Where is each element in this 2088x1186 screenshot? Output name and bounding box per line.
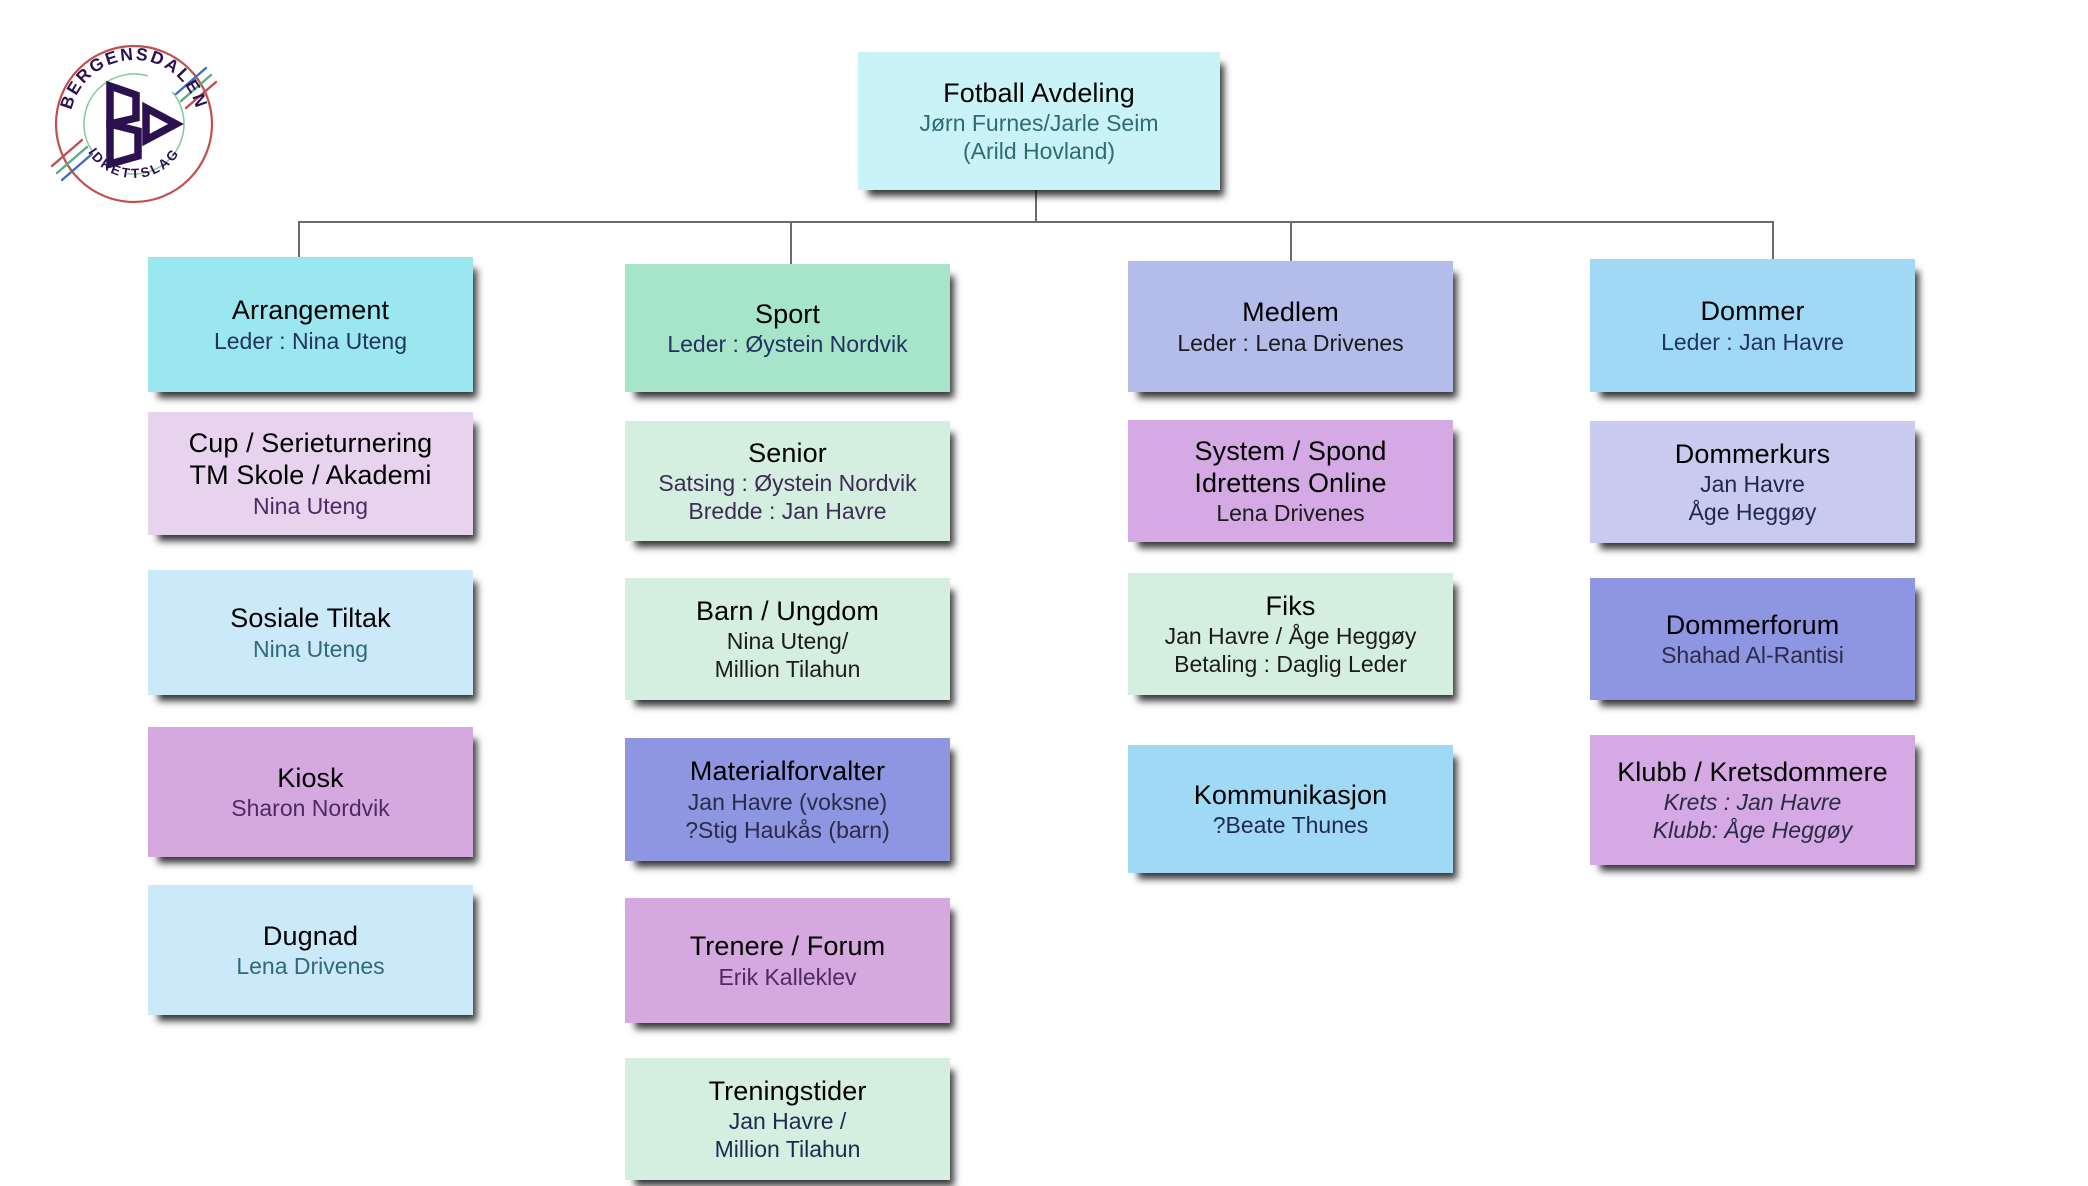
node-subtitle-line-1: Nina Uteng/ xyxy=(726,628,849,655)
node-subtitle-line-2: Klubb: Åge Heggøy xyxy=(1652,817,1853,844)
node-title-line-1: System / Spond xyxy=(1194,435,1387,466)
connector-drop-arrangement xyxy=(298,221,300,257)
node-title: Dommerforum xyxy=(1665,609,1840,640)
node-title: Senior xyxy=(748,437,827,468)
connector-drop-medlem xyxy=(1290,221,1292,261)
node-subtitle-line-1: ?Beate Thunes xyxy=(1212,812,1369,839)
node-subtitle-line-1: Jan Havre / Åge Heggøy xyxy=(1164,623,1417,650)
node-subtitle-line-1: Krets : Jan Havre xyxy=(1663,789,1842,816)
node-subtitle-line-1: Nina Uteng xyxy=(252,492,369,519)
node-subtitle-line-2: Betaling : Daglig Leder xyxy=(1174,651,1407,678)
node-medlem[interactable]: Medlem Leder : Lena Drivenes xyxy=(1128,261,1453,392)
logo-outer-ring xyxy=(54,44,214,204)
node-title: Materialforvalter xyxy=(689,756,886,787)
node-klubb-kretsdommere[interactable]: Klubb / Kretsdommere Krets : Jan Havre K… xyxy=(1590,735,1915,865)
node-subtitle-line-1: Satsing : Øystein Nordvik xyxy=(658,470,917,497)
node-subtitle-line-1: Sharon Nordvik xyxy=(231,795,390,822)
node-title: Klubb / Kretsdommere xyxy=(1617,756,1888,787)
node-barn-ungdom[interactable]: Barn / Ungdom Nina Uteng/ Million Tilahu… xyxy=(625,578,950,700)
node-title: Dugnad xyxy=(262,920,359,951)
node-title: Fiks xyxy=(1265,590,1316,621)
logo-accent-stripes-bottom xyxy=(50,138,94,182)
node-cup-serieturnering[interactable]: Cup / Serieturnering TM Skole / Akademi … xyxy=(148,412,473,535)
node-dommerkurs[interactable]: Dommerkurs Jan Havre Åge Heggøy xyxy=(1590,421,1915,543)
node-dommerforum[interactable]: Dommerforum Shahad Al-Rantisi xyxy=(1590,578,1915,700)
node-subtitle-line-2: Bredde : Jan Havre xyxy=(688,498,887,525)
node-title: Sport xyxy=(754,298,821,329)
node-fiks[interactable]: Fiks Jan Havre / Åge Heggøy Betaling : D… xyxy=(1128,573,1453,695)
node-subtitle-line-1: Erik Kalleklev xyxy=(718,963,857,990)
logo-monogram-bd xyxy=(106,80,184,169)
node-subtitle-line-1: Lena Drivenes xyxy=(1216,500,1365,527)
node-subtitle-line-1: Shahad Al-Rantisi xyxy=(1661,642,1844,669)
connector-horizontal-bus xyxy=(298,221,1773,223)
node-trenere-forum[interactable]: Trenere / Forum Erik Kalleklev xyxy=(625,898,950,1023)
node-title: Dommerkurs xyxy=(1674,438,1831,469)
node-title: Fotball Avdeling xyxy=(943,77,1135,108)
node-subtitle-line-2: Åge Heggøy xyxy=(1688,499,1817,526)
node-subtitle-line-1: Nina Uteng xyxy=(252,635,369,662)
node-subtitle-line-1: Jan Havre / xyxy=(728,1108,847,1135)
node-title: Kiosk xyxy=(277,762,344,793)
node-title: Arrangement xyxy=(231,295,390,326)
node-subtitle-line-2: ?Stig Haukås (barn) xyxy=(685,816,890,843)
node-system-spond[interactable]: System / Spond Idrettens Online Lena Dri… xyxy=(1128,420,1453,542)
node-subtitle-line-2: Million Tilahun xyxy=(714,1136,861,1163)
node-materialforvalter[interactable]: Materialforvalter Jan Havre (voksne) ?St… xyxy=(625,738,950,861)
club-logo: BERGENSDALEN IDRETTSLAG xyxy=(48,38,220,210)
connector-root-stem xyxy=(1035,190,1037,222)
node-sosiale-tiltak[interactable]: Sosiale Tiltak Nina Uteng xyxy=(148,570,473,695)
node-kommunikasjon[interactable]: Kommunikasjon ?Beate Thunes xyxy=(1128,745,1453,873)
node-subtitle-line-1: Lena Drivenes xyxy=(236,953,385,980)
node-senior[interactable]: Senior Satsing : Øystein Nordvik Bredde … xyxy=(625,421,950,541)
node-subtitle-line-2: Million Tilahun xyxy=(714,656,861,683)
node-title: Treningstider xyxy=(708,1075,867,1106)
node-sport[interactable]: Sport Leder : Øystein Nordvik xyxy=(625,264,950,392)
node-title: Sosiale Tiltak xyxy=(230,603,391,634)
node-treningstider[interactable]: Treningstider Jan Havre / Million Tilahu… xyxy=(625,1058,950,1180)
connector-drop-sport xyxy=(790,221,792,265)
node-dugnad[interactable]: Dugnad Lena Drivenes xyxy=(148,885,473,1015)
node-title-line-1: Cup / Serieturnering xyxy=(188,428,433,459)
node-subtitle-line-1: Jørn Furnes/Jarle Seim xyxy=(919,110,1159,137)
node-title: Kommunikasjon xyxy=(1193,779,1388,810)
connector-drop-dommer xyxy=(1772,221,1774,259)
node-kiosk[interactable]: Kiosk Sharon Nordvik xyxy=(148,727,473,857)
node-subtitle-line-1: Leder : Lena Drivenes xyxy=(1177,329,1404,356)
node-title-line-2: Idrettens Online xyxy=(1194,467,1387,498)
node-arrangement[interactable]: Arrangement Leder : Nina Uteng xyxy=(148,257,473,392)
node-title: Trenere / Forum xyxy=(689,931,886,962)
node-subtitle-line-1: Leder : Øystein Nordvik xyxy=(667,331,908,358)
node-subtitle-line-1: Jan Havre (voksne) xyxy=(687,788,888,815)
node-subtitle-line-2: (Arild Hovland) xyxy=(962,138,1116,165)
node-subtitle-line-1: Leder : Jan Havre xyxy=(1661,328,1844,355)
node-title: Medlem xyxy=(1242,297,1339,328)
logo-accent-stripes-top xyxy=(174,66,218,110)
node-dommer[interactable]: Dommer Leder : Jan Havre xyxy=(1590,259,1915,392)
node-fotball-avdeling[interactable]: Fotball Avdeling Jørn Furnes/Jarle Seim … xyxy=(858,52,1220,190)
node-subtitle-line-1: Leder : Nina Uteng xyxy=(213,327,408,354)
node-title: Dommer xyxy=(1700,296,1805,327)
node-title-line-2: TM Skole / Akademi xyxy=(189,460,432,491)
node-subtitle-line-1: Jan Havre xyxy=(1700,471,1805,498)
node-title: Barn / Ungdom xyxy=(696,595,879,626)
